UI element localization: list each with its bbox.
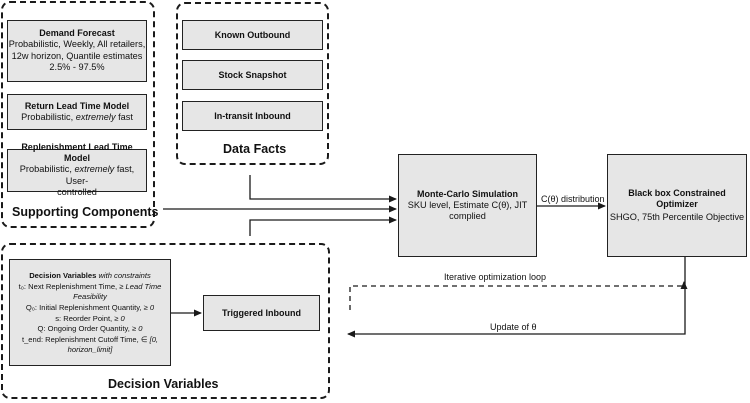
return-lead-time-body-em: extremely [75,111,116,122]
decision-variables-title-bold: Decision Variables [29,271,97,281]
decision-variables-title-em: with constraints [96,271,151,281]
replenishment-line1-em: extremely [74,164,115,175]
decision-variables-group [1,243,330,399]
demand-forecast-title: Demand Forecast [39,28,115,39]
optimizer-title-line1: Black box Constrained [628,187,726,198]
replenishment-line1-tail: fast, User- [65,164,135,186]
decision-variables-to-monte-carlo-arrow [249,216,397,236]
monte-carlo-box: Monte-Carlo Simulation SKU level, Estima… [398,154,537,257]
decision-line-4-plain: Q: Ongoing Order Quantity, [37,324,132,334]
return-lead-time-body-tail: fast [115,111,133,122]
decision-line-1: Feasibility [73,292,107,303]
stock-snapshot-label: Stock Snapshot [218,70,287,80]
optimizer-title-line2: Optimizer [656,198,698,209]
decision-variables-box: Decision Variables with constraints t₀: … [9,259,171,366]
replenishment-lead-time-box: Replenishment Lead Time Model Probabilis… [7,142,147,197]
return-lead-time-body: Probabilistic, extremely fast [21,112,133,124]
decision-line-5: t_end: Replenishment Cutoff Time, ∈ [0, [22,335,158,346]
decision-line-6: horizon_limit] [68,345,113,356]
replenishment-line1-plain: Probabilistic, [19,164,75,175]
decision-line-4-em: ≥ 0 [131,324,143,334]
decision-line-6-em: horizon_limit] [67,345,113,355]
decision-line-2-plain: Q₀: Initial Replenishment Quantity, [25,302,144,312]
c-theta-distribution-label: C(θ) distribution [541,194,605,204]
known-outbound-label: Known Outbound [214,30,291,40]
decision-line-5-em: ∈ [0, [140,334,159,344]
monte-carlo-title: Monte-Carlo Simulation [417,188,518,199]
stock-snapshot-box: Stock Snapshot [182,60,323,90]
decision-variables-title: Decision Variables with constraints [29,271,151,282]
decision-line-0-plain: t₀: Next Replenishment Time, [18,281,120,291]
demand-forecast-line3: 2.5% - 97.5% [49,62,105,73]
decision-line-3-plain: s: Reorder Point, [55,313,115,323]
iterative-optimization-loop-label: Iterative optimization loop [444,272,547,282]
decision-line-5-plain: t_end: Replenishment Cutoff Time, [21,334,141,344]
decision-line-3-em: ≥ 0 [114,313,125,323]
in-transit-inbound-box: In-transit Inbound [182,101,323,131]
demand-forecast-line2: 12w horizon, Quantile estimates [11,50,143,61]
decision-variables-label: Decision Variables [108,377,219,391]
in-transit-inbound-label: In-transit Inbound [214,111,291,121]
supporting-components-group [1,1,155,228]
decision-line-4: Q: Ongoing Order Quantity, ≥ 0 [38,324,143,335]
decision-line-0: t₀: Next Replenishment Time, ≥ Lead Time [19,282,162,293]
data-facts-label: Data Facts [223,142,287,156]
return-lead-time-box: Return Lead Time Model Probabilistic, ex… [7,94,147,130]
replenishment-lead-time-title: Replenishment Lead Time Model [21,142,133,164]
replenishment-lead-time-line1: Probabilistic, extremely fast, User- [8,164,146,187]
decision-line-2-em: ≥ 0 [143,302,155,312]
demand-forecast-line1: Probabilistic, Weekly, All retailers, [8,39,146,50]
return-lead-time-title: Return Lead Time Model [24,100,130,111]
monte-carlo-line1: SKU level, Estimate C(θ), JIT [407,199,528,210]
optimizer-box: Black box Constrained Optimizer SHGO, 75… [607,154,747,257]
triggered-inbound-label: Triggered Inbound [222,308,301,318]
triggered-inbound-box: Triggered Inbound [203,295,320,331]
decision-line-1-em: Feasibility [73,292,107,302]
replenishment-lead-time-line2: controlled [57,187,97,198]
update-of-theta-label: Update of θ [490,322,537,332]
demand-forecast-box: Demand Forecast Probabilistic, Weekly, A… [7,20,147,82]
decision-line-3: s: Reorder Point, ≥ 0 [55,314,125,325]
known-outbound-box: Known Outbound [182,20,323,50]
data-facts-group [176,2,329,165]
monte-carlo-line2: complied [449,211,486,221]
decision-line-2: Q₀: Initial Replenishment Quantity, ≥ 0 [26,303,154,314]
return-lead-time-body-plain: Probabilistic, [21,111,76,122]
optimizer-body: SHGO, 75th Percentile Objective [609,211,745,222]
supporting-components-label: Supporting Components [12,205,159,219]
update-theta-arrow [347,257,686,338]
iterative-loop-dashed-arrow [349,281,688,310]
decision-line-0-em: ≥ Lead Time [119,281,162,291]
data-facts-to-monte-carlo-arrow [249,175,397,203]
